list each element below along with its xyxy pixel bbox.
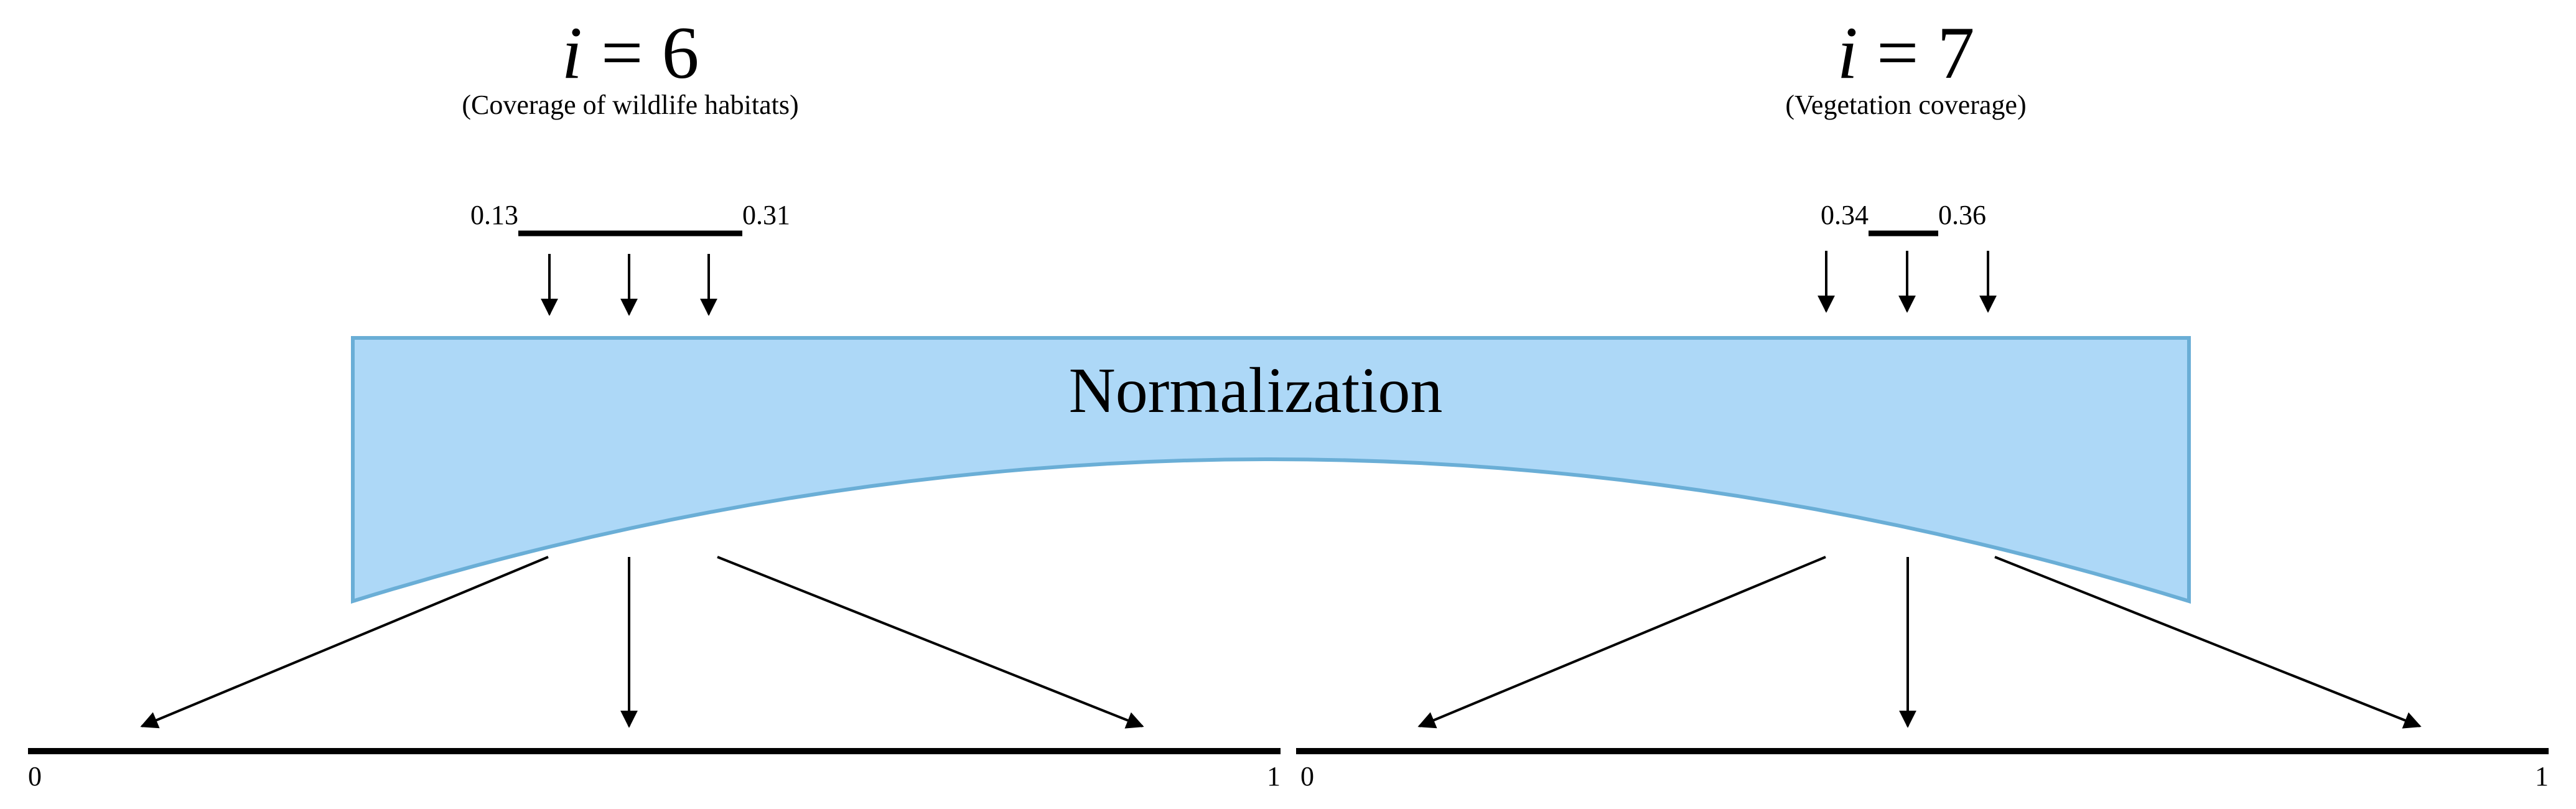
input-arrows [541,251,1997,316]
panel-right-axis-max: 1 [2535,761,2549,792]
panel-left-equals: = [582,11,662,94]
panel-left-range-max: 0.31 [742,200,790,230]
panel-left-axis-min: 0 [28,761,42,792]
panel-left-index-var: i [561,11,582,94]
normalization-band [351,336,2191,604]
panel-left-range-min: 0.13 [470,200,518,230]
normalization-label: Normalization [1069,355,1443,426]
output-arrow [140,556,549,729]
panel-right-range-min: 0.34 [1821,200,1869,230]
panel-left-subtitle: (Coverage of wildlife habitats) [462,90,798,120]
panel-right-equals: = [1858,11,1938,94]
output-arrow [717,556,1144,729]
output-arrow [1994,556,2422,729]
panel-right-title: i = 7 [1837,11,1974,94]
panel-left-title: i = 6 [561,11,699,94]
panel-right-subtitle: (Vegetation coverage) [1785,90,2026,120]
panel-right-index-value: 7 [1938,11,1975,94]
output-arrow [1417,556,1826,729]
output-arrows [140,556,2422,729]
panel-right-index-var: i [1837,11,1857,94]
panel-left-axis-max: 1 [1267,761,1281,792]
panel-right-range-max: 0.36 [1938,200,1986,230]
panel-right-axis-min: 0 [1300,761,1314,792]
panel-left-index-value: 6 [662,11,699,94]
